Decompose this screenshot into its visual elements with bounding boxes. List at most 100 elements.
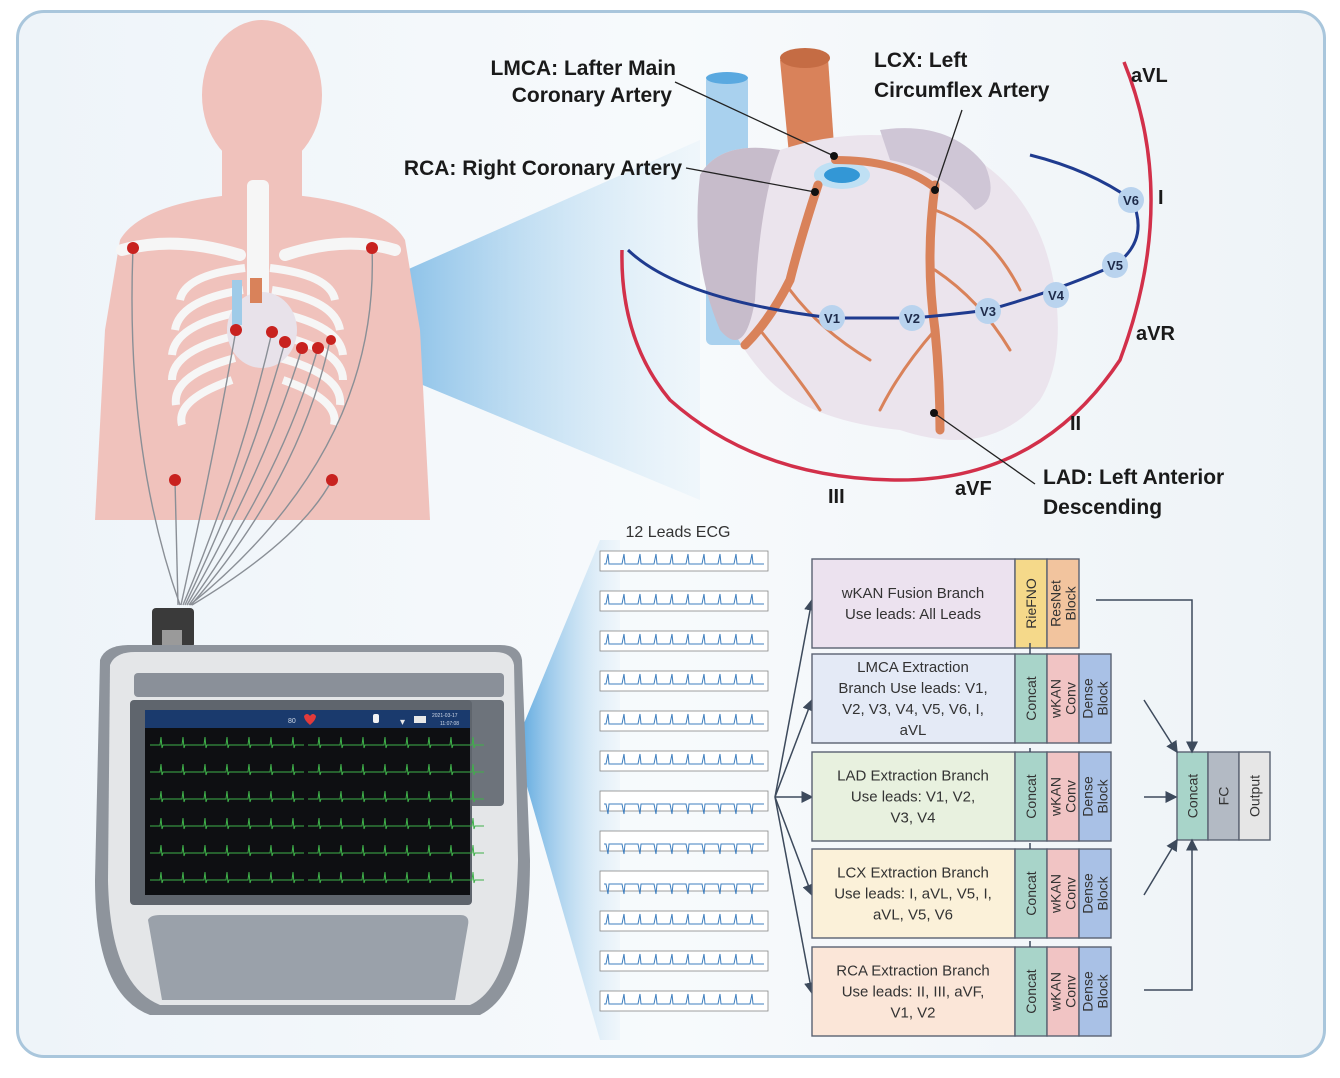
ecg-lead-plot (599, 590, 769, 612)
lead-avf: aVF (955, 478, 992, 500)
block-label: Block (1095, 680, 1111, 715)
human-torso (95, 20, 430, 520)
branch-text: Use leads: II, III, aVF, (842, 984, 985, 1001)
block-concat (1014, 848, 1048, 939)
ecg-lead-plot (599, 870, 769, 895)
monitor-time: 11:07:08 (440, 721, 459, 727)
precordial-label-v2: V2 (904, 311, 920, 326)
ecg-lead-plot (599, 630, 769, 652)
precordial-label-v3: V3 (980, 304, 996, 319)
electrode-cables (131, 247, 374, 606)
head-block-output (1238, 751, 1271, 841)
label-lcx-line2: Circumflex Artery (874, 79, 1050, 102)
block-label: Concat (1023, 676, 1039, 720)
label-lad-line1: LAD: Left Anterior (1043, 466, 1224, 489)
wifi-icon: ▾ (400, 717, 405, 728)
zoom-beam-heart (290, 140, 700, 500)
head-block-label: FC (1216, 787, 1232, 806)
block-label: RieFNO (1023, 578, 1039, 629)
branch-text: V3, V4 (890, 810, 935, 827)
electrodes (127, 242, 378, 486)
block-label: Dense (1080, 971, 1096, 1012)
monitor-date: 2021-03-17 (432, 713, 458, 719)
fanout-arrows (774, 598, 816, 995)
branch-box (811, 751, 1016, 842)
block-riefno (1014, 558, 1048, 649)
branch-text: LAD Extraction Branch (837, 768, 989, 785)
block-label: wKAN (1048, 972, 1064, 1012)
block-wkan-conv (1046, 653, 1080, 744)
leader-lines (674, 81, 1036, 485)
head-block-fc (1207, 751, 1240, 841)
branch-text: V2, V3, V4, V5, V6, I, (842, 701, 984, 718)
block-label: Block (1095, 778, 1111, 813)
precordial-node-v1 (819, 305, 845, 331)
branch-box (811, 848, 1016, 939)
block-dense-block (1078, 653, 1112, 744)
block-label: Dense (1080, 776, 1096, 817)
branch-text: Use leads: All Leads (845, 606, 981, 623)
block-dense-block (1078, 751, 1112, 842)
block-label: Concat (1023, 871, 1039, 915)
precordial-node-v6 (1118, 187, 1144, 213)
lead-i: I (1158, 187, 1164, 209)
branch-text: wKAN Fusion Branch (841, 585, 985, 602)
branch-text: LMCA Extraction (857, 659, 969, 676)
precordial-node-v3 (975, 298, 1001, 324)
block-wkan-conv (1046, 751, 1080, 842)
leader-dots (811, 152, 939, 417)
label-lad-line2: Descending (1043, 496, 1162, 519)
device-screen (145, 710, 470, 895)
block-label: Block (1095, 973, 1111, 1008)
limb-lead-arc (620, 61, 1153, 482)
head-block-label: Concat (1185, 774, 1201, 818)
precordial-label-v5: V5 (1107, 258, 1123, 273)
ecg-lead-plot (599, 830, 769, 855)
label-lmca-line2: Coronary Artery (512, 84, 673, 107)
ecg-lead-plots (599, 550, 769, 1012)
zoom-beam-ecg (515, 540, 620, 1040)
precordial-label-v6: V6 (1123, 193, 1139, 208)
branch-text: LCX Extraction Branch (837, 865, 989, 882)
lead-avr: aVR (1136, 323, 1175, 345)
block-label: Block (1063, 585, 1079, 620)
block-label: wKAN (1048, 777, 1064, 817)
branch-box (811, 558, 1016, 649)
lead-ii: II (1070, 413, 1081, 435)
ecg-lead-plot (599, 750, 769, 772)
block-label: Dense (1080, 873, 1096, 914)
ecg-lead-plot (599, 670, 769, 692)
label-rca: RCA: Right Coronary Artery (404, 157, 682, 180)
ecg-lead-plot (599, 790, 769, 815)
lock-icon (373, 714, 379, 723)
block-label: Block (1095, 875, 1111, 910)
block-label: wKAN (1048, 679, 1064, 719)
block-wkan-conv (1046, 946, 1080, 1037)
label-lmca-line1: LMCA: Lafter Main (491, 57, 677, 80)
ecg-lead-plot (599, 910, 769, 932)
ecg-lead-plot (599, 710, 769, 732)
ecg-title: 12 Leads ECG (626, 524, 731, 541)
block-label: Concat (1023, 969, 1039, 1013)
ecg-lead-plot (599, 550, 769, 572)
monitor-hr: 80 (288, 718, 296, 725)
block-label: Conv (1063, 877, 1079, 910)
ecg-lead-plot (599, 950, 769, 972)
lead-avl: aVL (1131, 65, 1168, 87)
branch-text: RCA Extraction Branch (836, 963, 989, 980)
label-lcx-line1: LCX: Left (874, 49, 967, 72)
branch-text: aVL, V5, V6 (873, 907, 953, 924)
block-label: wKAN (1048, 874, 1064, 914)
heart-illustration (697, 48, 1058, 440)
precordial-node-v2 (899, 305, 925, 331)
precordial-node-v4 (1043, 282, 1069, 308)
